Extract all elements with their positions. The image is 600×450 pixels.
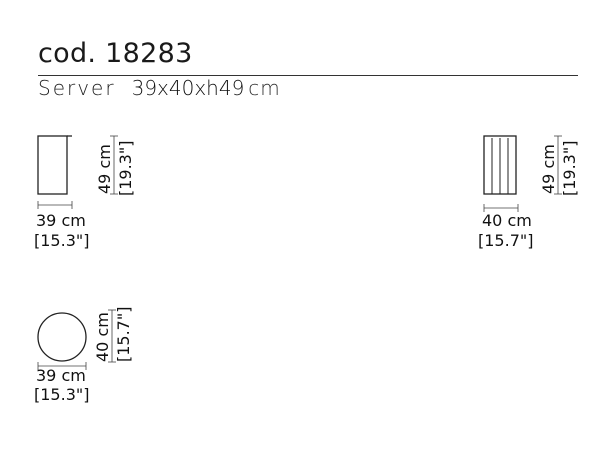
front-height-cm: 49 cm (95, 144, 114, 194)
title-divider (38, 75, 578, 76)
front-height-in: [19.3"] (116, 141, 135, 196)
side-view: 40 cm [15.7"] 49 cm [19.3"] (478, 135, 579, 250)
product-dimensions: 39x40xh49 (131, 76, 245, 100)
top-depth-in: [15.7"] (114, 307, 133, 362)
product-code: cod. 18283 (38, 38, 193, 69)
dimension-unit: cm (248, 76, 281, 100)
side-width-cm: 40 cm (482, 211, 532, 230)
side-height-in: [19.3"] (560, 141, 579, 196)
front-width-in: [15.3"] (34, 231, 89, 250)
side-height-cm: 49 cm (539, 144, 558, 194)
top-view: 39 cm [15.3"] 40 cm [15.7"] (34, 307, 133, 404)
product-name: Server (38, 76, 116, 100)
top-view-outline (37, 312, 87, 362)
front-width-cm: 39 cm (36, 211, 86, 230)
top-depth-cm: 40 cm (93, 312, 112, 362)
top-width-cm: 39 cm (36, 366, 86, 385)
front-view-outline (37, 135, 68, 195)
side-width-in: [15.7"] (478, 231, 533, 250)
top-width-in: [15.3"] (34, 385, 89, 404)
front-view: 39 cm [15.3"] 49 cm [19.3"] (34, 135, 135, 250)
